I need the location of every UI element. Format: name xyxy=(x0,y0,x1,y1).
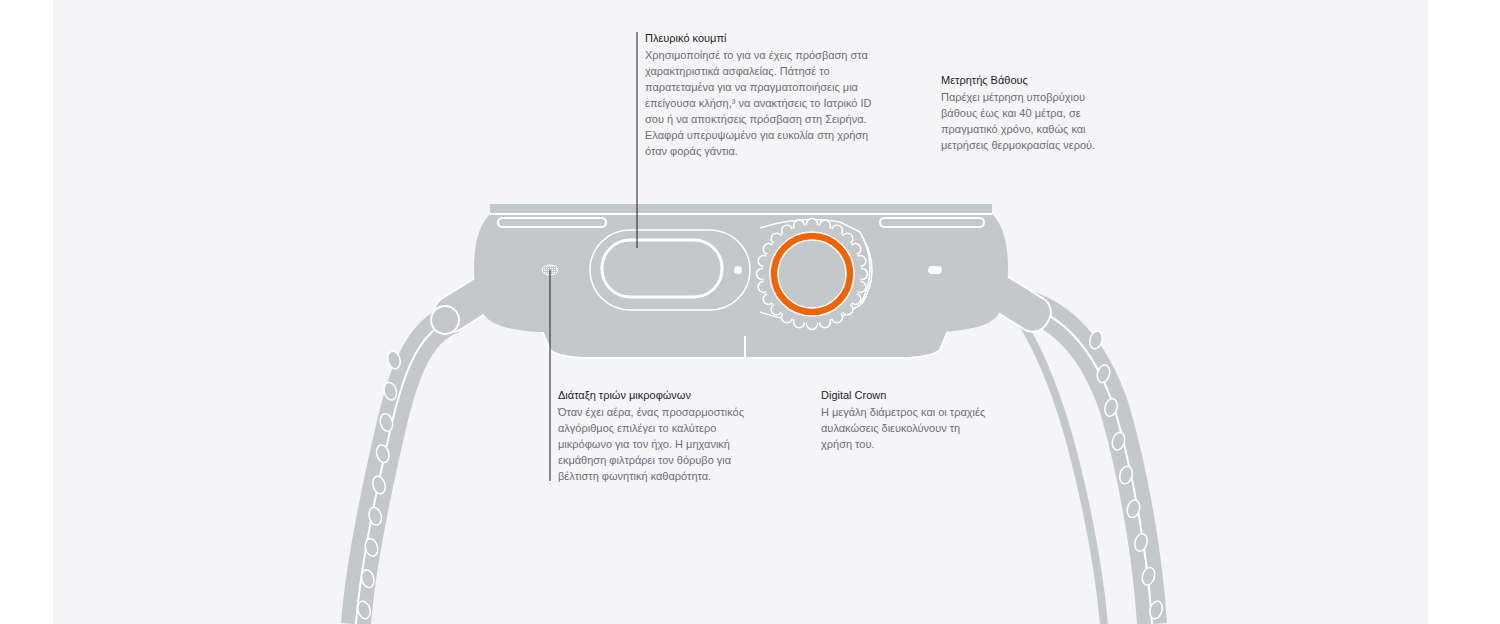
callout-title: Μετρητής Βάθους xyxy=(941,72,1141,88)
callout-text: Χρησιμοποίησέ το για να έχεις πρόσβαση σ… xyxy=(645,47,890,159)
callout-text: Η μεγάλη διάμετρος και οι τραχιές αυλακώ… xyxy=(821,404,986,452)
speaker-port xyxy=(928,266,942,274)
depth-gauge-port xyxy=(734,266,742,274)
watch-case xyxy=(474,204,1008,332)
side-button xyxy=(602,240,722,297)
callout-title: Digital Crown xyxy=(821,387,1021,403)
callout-text: Όταν έχει αέρα, ένας προσαρμοστικός αλγό… xyxy=(558,404,763,484)
callout-title: Διάταξη τριών μικροφώνων xyxy=(558,387,788,403)
callout-text: Παρέχει μέτρηση υποβρύχιου βάθους έως κα… xyxy=(941,89,1111,153)
leader-line xyxy=(637,32,638,248)
band xyxy=(356,300,1164,624)
digital-crown xyxy=(757,219,868,330)
callout-title: Πλευρικό κουμπί xyxy=(645,30,905,46)
panel-ground xyxy=(53,0,1428,624)
leader-line xyxy=(550,270,551,481)
